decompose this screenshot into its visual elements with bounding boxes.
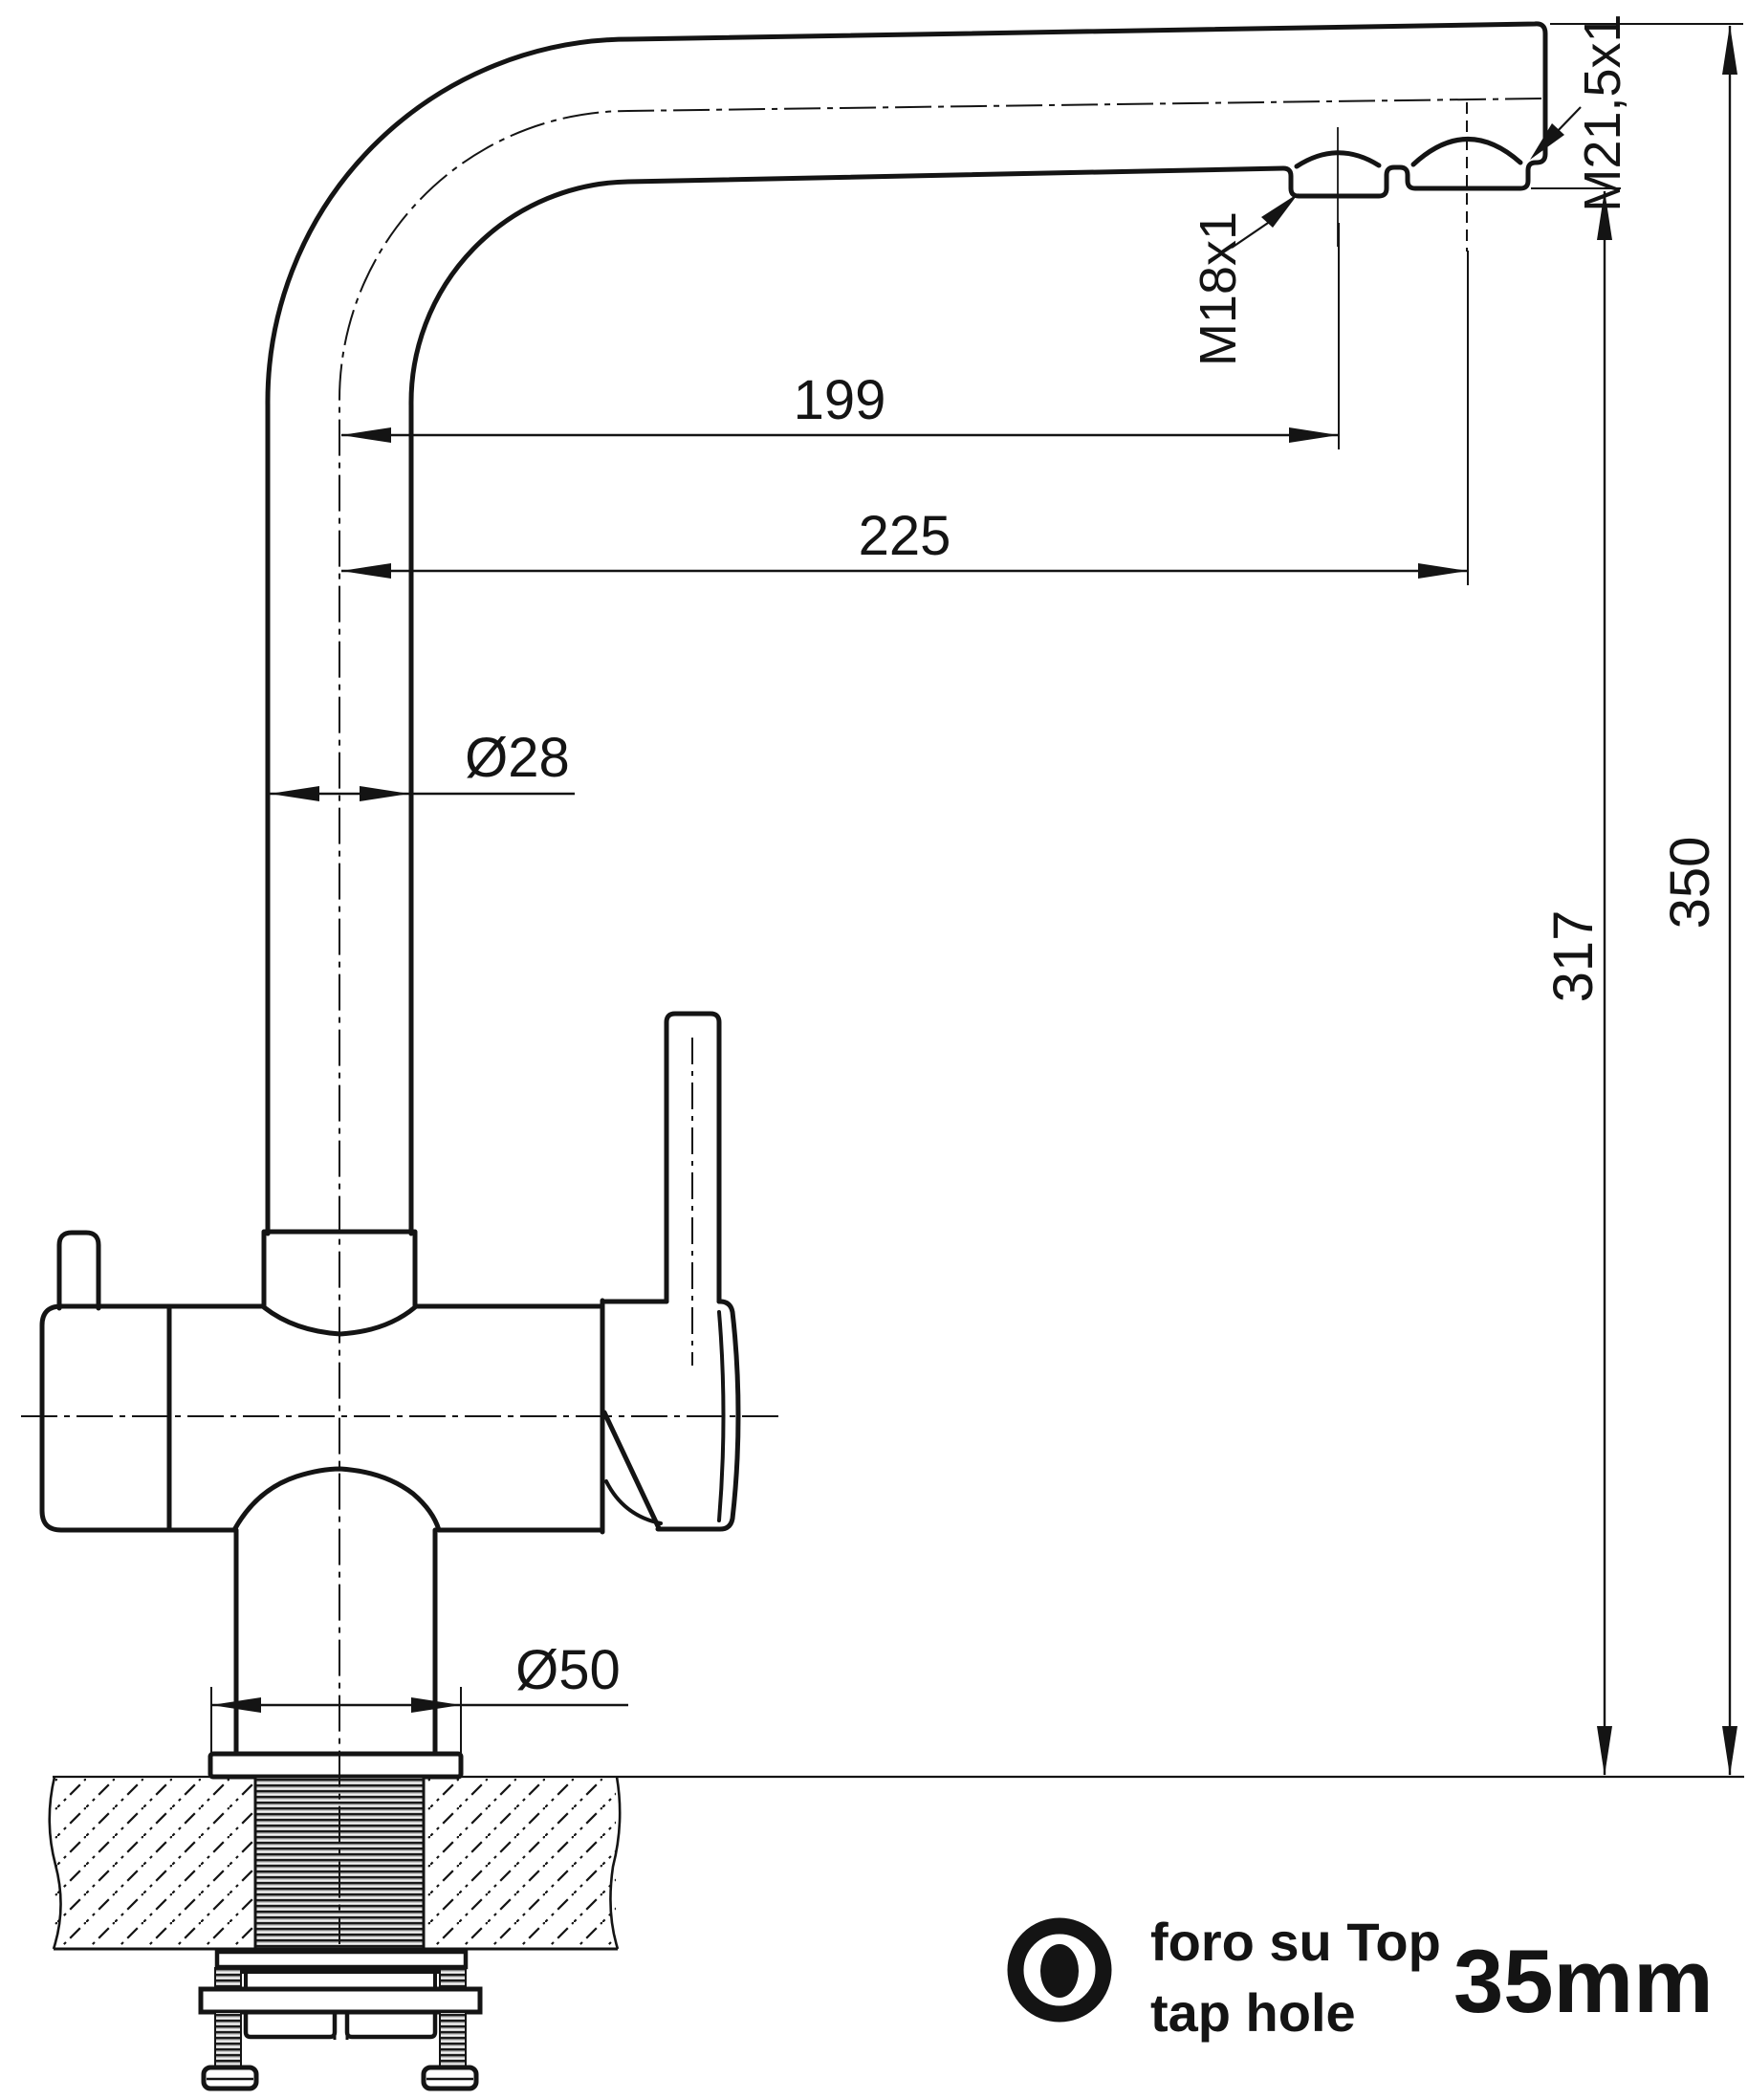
arrow-199-right <box>1289 427 1339 443</box>
handle-mount-lever-cut <box>601 1410 662 1531</box>
leader-m18 <box>1231 218 1275 249</box>
arrow-m18-leader <box>1261 193 1299 228</box>
dim-50-label: Ø50 <box>515 1639 621 1701</box>
arrow-350-down <box>1722 1726 1737 1776</box>
hole-size-label: 35mm <box>1453 1931 1714 2031</box>
dim-317-label: 317 <box>1542 910 1605 1003</box>
dim-225-label: 225 <box>859 505 951 567</box>
countertop-right-edge <box>609 1776 622 1950</box>
arrow-225-left <box>341 563 391 579</box>
arrow-m21-leader <box>1530 123 1564 160</box>
clamp-bar <box>198 1986 483 2015</box>
faucet-outline <box>39 21 1548 1757</box>
side-knob <box>56 1230 101 1311</box>
mounting-section <box>48 1751 1744 2091</box>
dim-28-label: Ø28 <box>465 727 570 789</box>
countertop-hatch-right <box>424 1779 616 1947</box>
bracket-center-slot <box>333 2012 349 2040</box>
dimension-annotations <box>210 23 1743 1775</box>
arrow-225-right <box>1418 563 1468 579</box>
legend-line1: foro su Top <box>1150 1912 1441 1972</box>
legend-line2: tap hole <box>1150 1982 1356 2043</box>
body-left-and-bottom <box>39 1303 605 1533</box>
bolt-shaft-right <box>439 2011 467 2068</box>
tap-hole-icon-center <box>1040 1944 1079 1998</box>
countertop-hatch-left <box>55 1779 255 1947</box>
arrow-199-left <box>341 427 391 443</box>
countertop-left-edge <box>48 1776 62 1950</box>
arrow-317-up <box>1597 190 1612 240</box>
arrow-350-up <box>1722 25 1737 75</box>
handle-mount <box>602 1299 741 1532</box>
arrow-50-left <box>211 1697 261 1713</box>
dimension-labels: 199 225 Ø28 Ø50 317 350 M18x1 M21,5x1 <box>465 13 1721 1701</box>
base-joint-dome <box>231 1466 442 1533</box>
main-axis-centerline <box>338 98 1542 1944</box>
handle-rod <box>664 1011 722 1304</box>
thread-m21-label: M21,5x1 <box>1574 13 1631 211</box>
base-flange <box>208 1751 464 1780</box>
arrow-317-down <box>1597 1726 1612 1776</box>
thread-m18-label: M18x1 <box>1190 211 1247 366</box>
base-pipe-sides <box>233 1527 438 1757</box>
dim-199-label: 199 <box>794 369 886 431</box>
handle-mount-cap-arc <box>717 1310 726 1522</box>
washer-plate <box>214 1949 469 1970</box>
bolt-shaft-left <box>214 2011 242 2068</box>
horseshoe-bracket <box>243 2012 438 2040</box>
arrow-28-right <box>360 786 409 801</box>
tap-hole-icon <box>1007 1917 1112 2023</box>
dimension-arrowheads <box>211 25 1737 1776</box>
handle-mount-bottom-arc <box>604 1479 663 1525</box>
arrow-28-left <box>270 786 319 801</box>
arrow-50-right <box>411 1697 461 1713</box>
dim-350-label: 350 <box>1659 837 1721 930</box>
tap-hole-legend: foro su Top tap hole 35mm <box>1007 1912 1714 2043</box>
leader-m21 <box>1555 106 1582 134</box>
dim-50-extensions <box>210 1687 462 1765</box>
centerlines <box>21 98 1542 1944</box>
spout-and-column-outline <box>265 21 1548 1236</box>
